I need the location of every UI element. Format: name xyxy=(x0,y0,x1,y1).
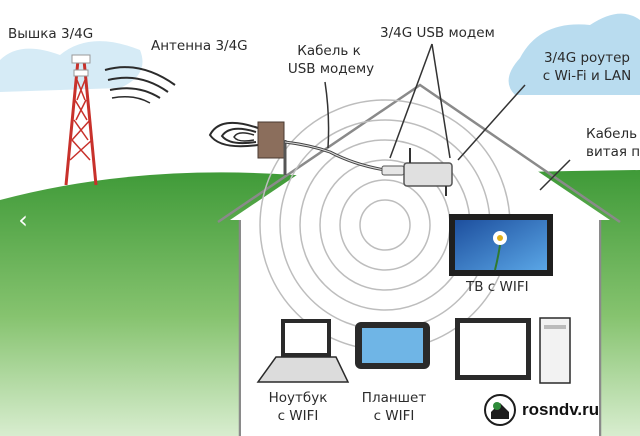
usb-modem-label: 3/4G USB модем xyxy=(380,25,495,41)
usb-modem-icon xyxy=(381,165,405,176)
watermark: rosndv.ru xyxy=(482,392,640,428)
tower-label: Вышка 3/4G xyxy=(8,26,94,42)
pointer-lines xyxy=(324,43,571,191)
twisted-pair-label-line-1: Кабель xyxy=(586,126,638,142)
laptop-icon xyxy=(256,319,350,383)
antenna-label: Антенна 3/4G xyxy=(151,38,248,54)
tv-icon xyxy=(449,214,553,276)
laptop-label-line-2: с WIFI xyxy=(277,408,319,424)
laptop-label-line-1: Ноутбук xyxy=(268,390,328,406)
cable-label-line-2: USB модему xyxy=(287,61,375,77)
twisted-pair-label-line-2: витая п xyxy=(586,144,640,160)
router-label-line-1: 3/4G роутер xyxy=(543,50,631,66)
tower-icon xyxy=(64,54,98,186)
cloud-right xyxy=(508,13,640,96)
tv-label: ТВ с WIFI xyxy=(466,279,529,295)
house-logo-icon xyxy=(484,394,516,426)
cable-label-line-1: Кабель к xyxy=(297,43,361,59)
tablet-label-line-2: с WIFI xyxy=(373,408,415,424)
cloud-left xyxy=(0,41,143,92)
router-label-line-2: с Wi-Fi и LAN xyxy=(542,68,632,84)
router-icon xyxy=(403,148,453,196)
watermark-text: rosndv.ru xyxy=(522,400,600,419)
antenna-icon xyxy=(257,121,287,175)
back-arrow-icon[interactable]: ‹ xyxy=(18,206,28,234)
desktop-pc-icon xyxy=(455,317,571,384)
house-roof-fill xyxy=(230,92,610,220)
tablet-icon xyxy=(355,322,430,369)
antenna-signal-waves xyxy=(208,121,259,148)
tower-signal-waves xyxy=(104,66,176,104)
tablet-label-line-1: Планшет xyxy=(361,390,427,406)
